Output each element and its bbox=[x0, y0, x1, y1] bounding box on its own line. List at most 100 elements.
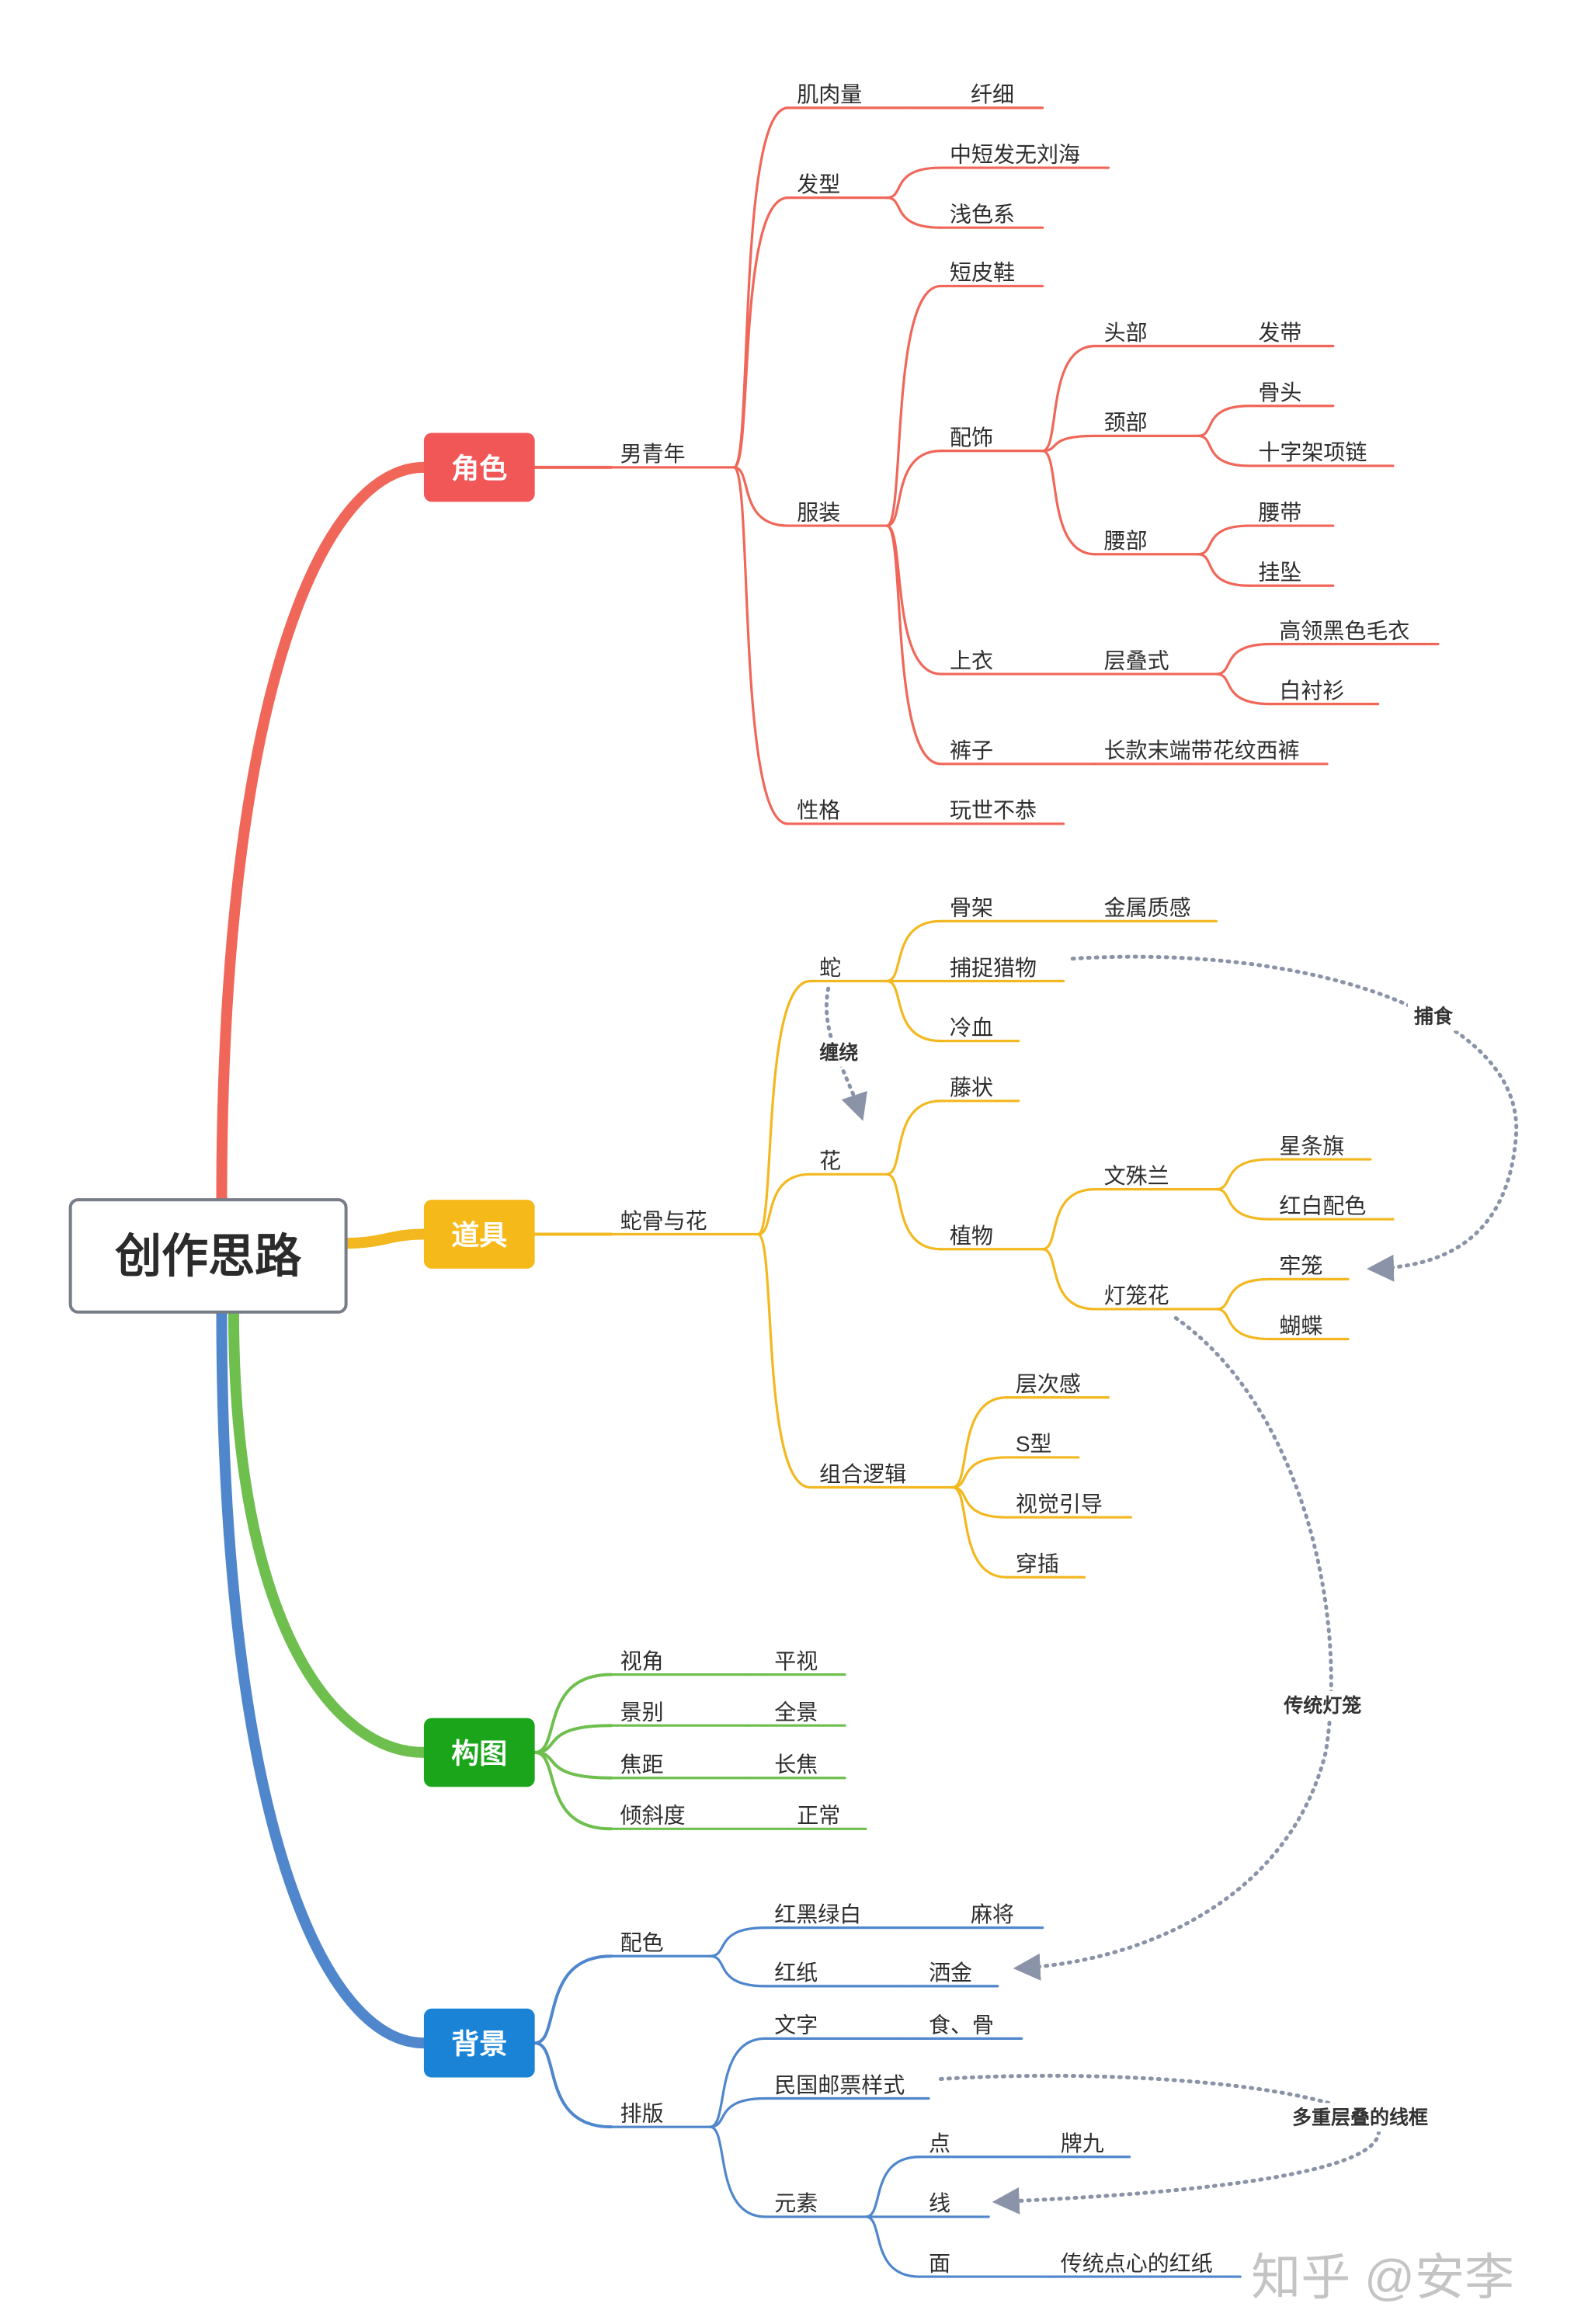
topic-node[interactable]: 长焦 bbox=[774, 1753, 818, 1777]
topic-node[interactable]: 腰带 bbox=[1258, 500, 1301, 524]
branch-connector bbox=[756, 1232, 812, 1489]
topic-node[interactable]: 中短发无刘海 bbox=[950, 142, 1080, 166]
topic-node[interactable]: 文殊兰 bbox=[1104, 1164, 1169, 1188]
topic-node[interactable]: S型 bbox=[1016, 1432, 1052, 1456]
topic-node[interactable]: 玩世不恭 bbox=[950, 798, 1037, 822]
branch-label-prop: 道具 bbox=[451, 1219, 507, 1251]
branch-connector bbox=[885, 524, 943, 766]
branch-node-prop[interactable] bbox=[423, 1200, 535, 1269]
topic-node[interactable]: 发带 bbox=[1258, 321, 1301, 345]
branch-node-role[interactable] bbox=[423, 432, 535, 502]
main-branch-line bbox=[340, 1228, 429, 1249]
branch-connector bbox=[951, 1485, 1008, 1579]
branch-connector bbox=[1197, 405, 1251, 437]
topic-node[interactable]: 颈部 bbox=[1104, 411, 1148, 435]
topic-node[interactable]: 十字架项链 bbox=[1258, 440, 1367, 464]
topic-node[interactable]: 蛇骨与花 bbox=[620, 1209, 707, 1233]
relation-label-bg bbox=[1286, 2103, 1435, 2132]
topic-node[interactable]: 纤细 bbox=[971, 82, 1014, 106]
topic-node[interactable]: 视角 bbox=[620, 1649, 664, 1673]
topic-node[interactable]: 民国邮票样式 bbox=[774, 2073, 905, 2097]
topic-node[interactable]: 正常 bbox=[797, 1804, 840, 1828]
branch-node-bg[interactable] bbox=[423, 2008, 535, 2078]
topic-node[interactable]: 裤子 bbox=[950, 738, 993, 763]
root-node[interactable] bbox=[68, 1198, 348, 1314]
branch-connector bbox=[1214, 1277, 1272, 1311]
topic-node[interactable]: 冷血 bbox=[950, 1016, 993, 1040]
topic-node[interactable]: 元素 bbox=[774, 2191, 818, 2215]
topic-node[interactable]: 白衬衫 bbox=[1279, 679, 1344, 703]
topic-node[interactable]: 全景 bbox=[774, 1700, 818, 1724]
topic-node[interactable]: 浅色系 bbox=[950, 202, 1015, 226]
topic-node[interactable]: 层次感 bbox=[1016, 1372, 1081, 1396]
relation-label: 传统灯笼 bbox=[1283, 1694, 1361, 1717]
topic-node[interactable]: 层叠式 bbox=[1104, 648, 1169, 672]
branch-node-comp[interactable] bbox=[423, 1718, 535, 1787]
topic-node[interactable]: 服装 bbox=[797, 500, 840, 524]
topic-node[interactable]: 骨架 bbox=[950, 896, 993, 920]
relation-label-bg bbox=[1277, 1690, 1368, 1720]
topic-node[interactable]: 排版 bbox=[620, 2101, 664, 2125]
topic-node[interactable]: 点 bbox=[929, 2131, 950, 2156]
topic-node[interactable]: 食、骨 bbox=[929, 2013, 994, 2037]
topic-node[interactable]: 星条旗 bbox=[1279, 1134, 1344, 1158]
topic-node[interactable]: 红黑绿白 bbox=[774, 1902, 861, 1926]
topic-node[interactable]: 金属质感 bbox=[1104, 896, 1191, 920]
topic-node[interactable]: 骨头 bbox=[1258, 380, 1301, 405]
topic-node[interactable]: 传统点心的红纸 bbox=[1061, 2251, 1213, 2275]
branch-connector bbox=[1041, 450, 1096, 556]
topic-node[interactable]: 牌九 bbox=[1061, 2131, 1104, 2156]
topic-node[interactable]: 肌肉量 bbox=[797, 82, 862, 106]
topic-node[interactable]: 牢笼 bbox=[1279, 1254, 1322, 1278]
topic-node[interactable]: 性格 bbox=[797, 798, 840, 822]
topic-node[interactable]: 发型 bbox=[797, 172, 840, 196]
topic-node[interactable]: 视觉引导 bbox=[1016, 1492, 1103, 1516]
topic-node[interactable]: 配色 bbox=[620, 1931, 664, 1955]
topic-node[interactable]: 长款末端带花纹西裤 bbox=[1104, 738, 1300, 763]
topic-node[interactable]: 花 bbox=[819, 1149, 841, 1173]
topic-node[interactable]: 植物 bbox=[950, 1224, 993, 1248]
branch-connector bbox=[1041, 434, 1096, 453]
branch-label-comp: 构图 bbox=[451, 1737, 507, 1769]
topic-node[interactable]: 面 bbox=[929, 2251, 950, 2275]
relation-label: 捕食 bbox=[1414, 1006, 1454, 1028]
topic-node[interactable]: 景别 bbox=[620, 1700, 664, 1724]
branch-connector bbox=[708, 2096, 767, 2128]
topic-node[interactable]: 藤状 bbox=[950, 1075, 993, 1099]
topic-node[interactable]: 腰部 bbox=[1104, 529, 1148, 553]
topic-node[interactable]: 组合逻辑 bbox=[819, 1462, 906, 1486]
branch-connector bbox=[1214, 1308, 1272, 1341]
topic-node[interactable]: 捕捉猎物 bbox=[950, 956, 1037, 980]
branch-connector bbox=[885, 284, 943, 527]
topic-node[interactable]: 短皮鞋 bbox=[950, 261, 1015, 285]
topic-node[interactable]: 焦距 bbox=[620, 1753, 664, 1777]
branch-connector bbox=[708, 2037, 767, 2128]
topic-node[interactable]: 蛇 bbox=[819, 956, 841, 980]
branch-connector bbox=[1214, 642, 1272, 676]
topic-node[interactable]: 麻将 bbox=[971, 1902, 1014, 1926]
topic-node[interactable]: 上衣 bbox=[950, 648, 993, 672]
topic-node[interactable]: 穿插 bbox=[1016, 1552, 1059, 1576]
relation-label: 多重层叠的线框 bbox=[1292, 2106, 1428, 2128]
topic-node[interactable]: 倾斜度 bbox=[620, 1804, 686, 1828]
topic-node[interactable]: 线 bbox=[929, 2191, 950, 2215]
branch-connector bbox=[533, 1750, 613, 1780]
topic-node[interactable]: 蝴蝶 bbox=[1279, 1314, 1322, 1338]
topic-node[interactable]: 高领黑色毛衣 bbox=[1279, 619, 1409, 643]
topic-node[interactable]: 洒金 bbox=[929, 1961, 972, 1985]
topic-node[interactable]: 男青年 bbox=[620, 442, 686, 466]
branch-connector bbox=[885, 450, 943, 527]
topic-node[interactable]: 头部 bbox=[1104, 321, 1148, 345]
topic-node[interactable]: 挂坠 bbox=[1258, 561, 1301, 585]
topic-node[interactable]: 配饰 bbox=[950, 426, 993, 450]
topic-node[interactable]: 文字 bbox=[774, 2013, 818, 2037]
topic-node[interactable]: 红白配色 bbox=[1279, 1193, 1366, 1218]
branch-connector bbox=[533, 1750, 613, 1831]
topic-node[interactable]: 红纸 bbox=[774, 1961, 818, 1985]
branch-connector bbox=[885, 1099, 943, 1176]
relation-arrow bbox=[1013, 1316, 1333, 1981]
root-label: 创作思路 bbox=[115, 1231, 302, 1283]
topic-node[interactable]: 灯笼花 bbox=[1104, 1284, 1169, 1308]
topic-node[interactable]: 平视 bbox=[774, 1649, 818, 1673]
